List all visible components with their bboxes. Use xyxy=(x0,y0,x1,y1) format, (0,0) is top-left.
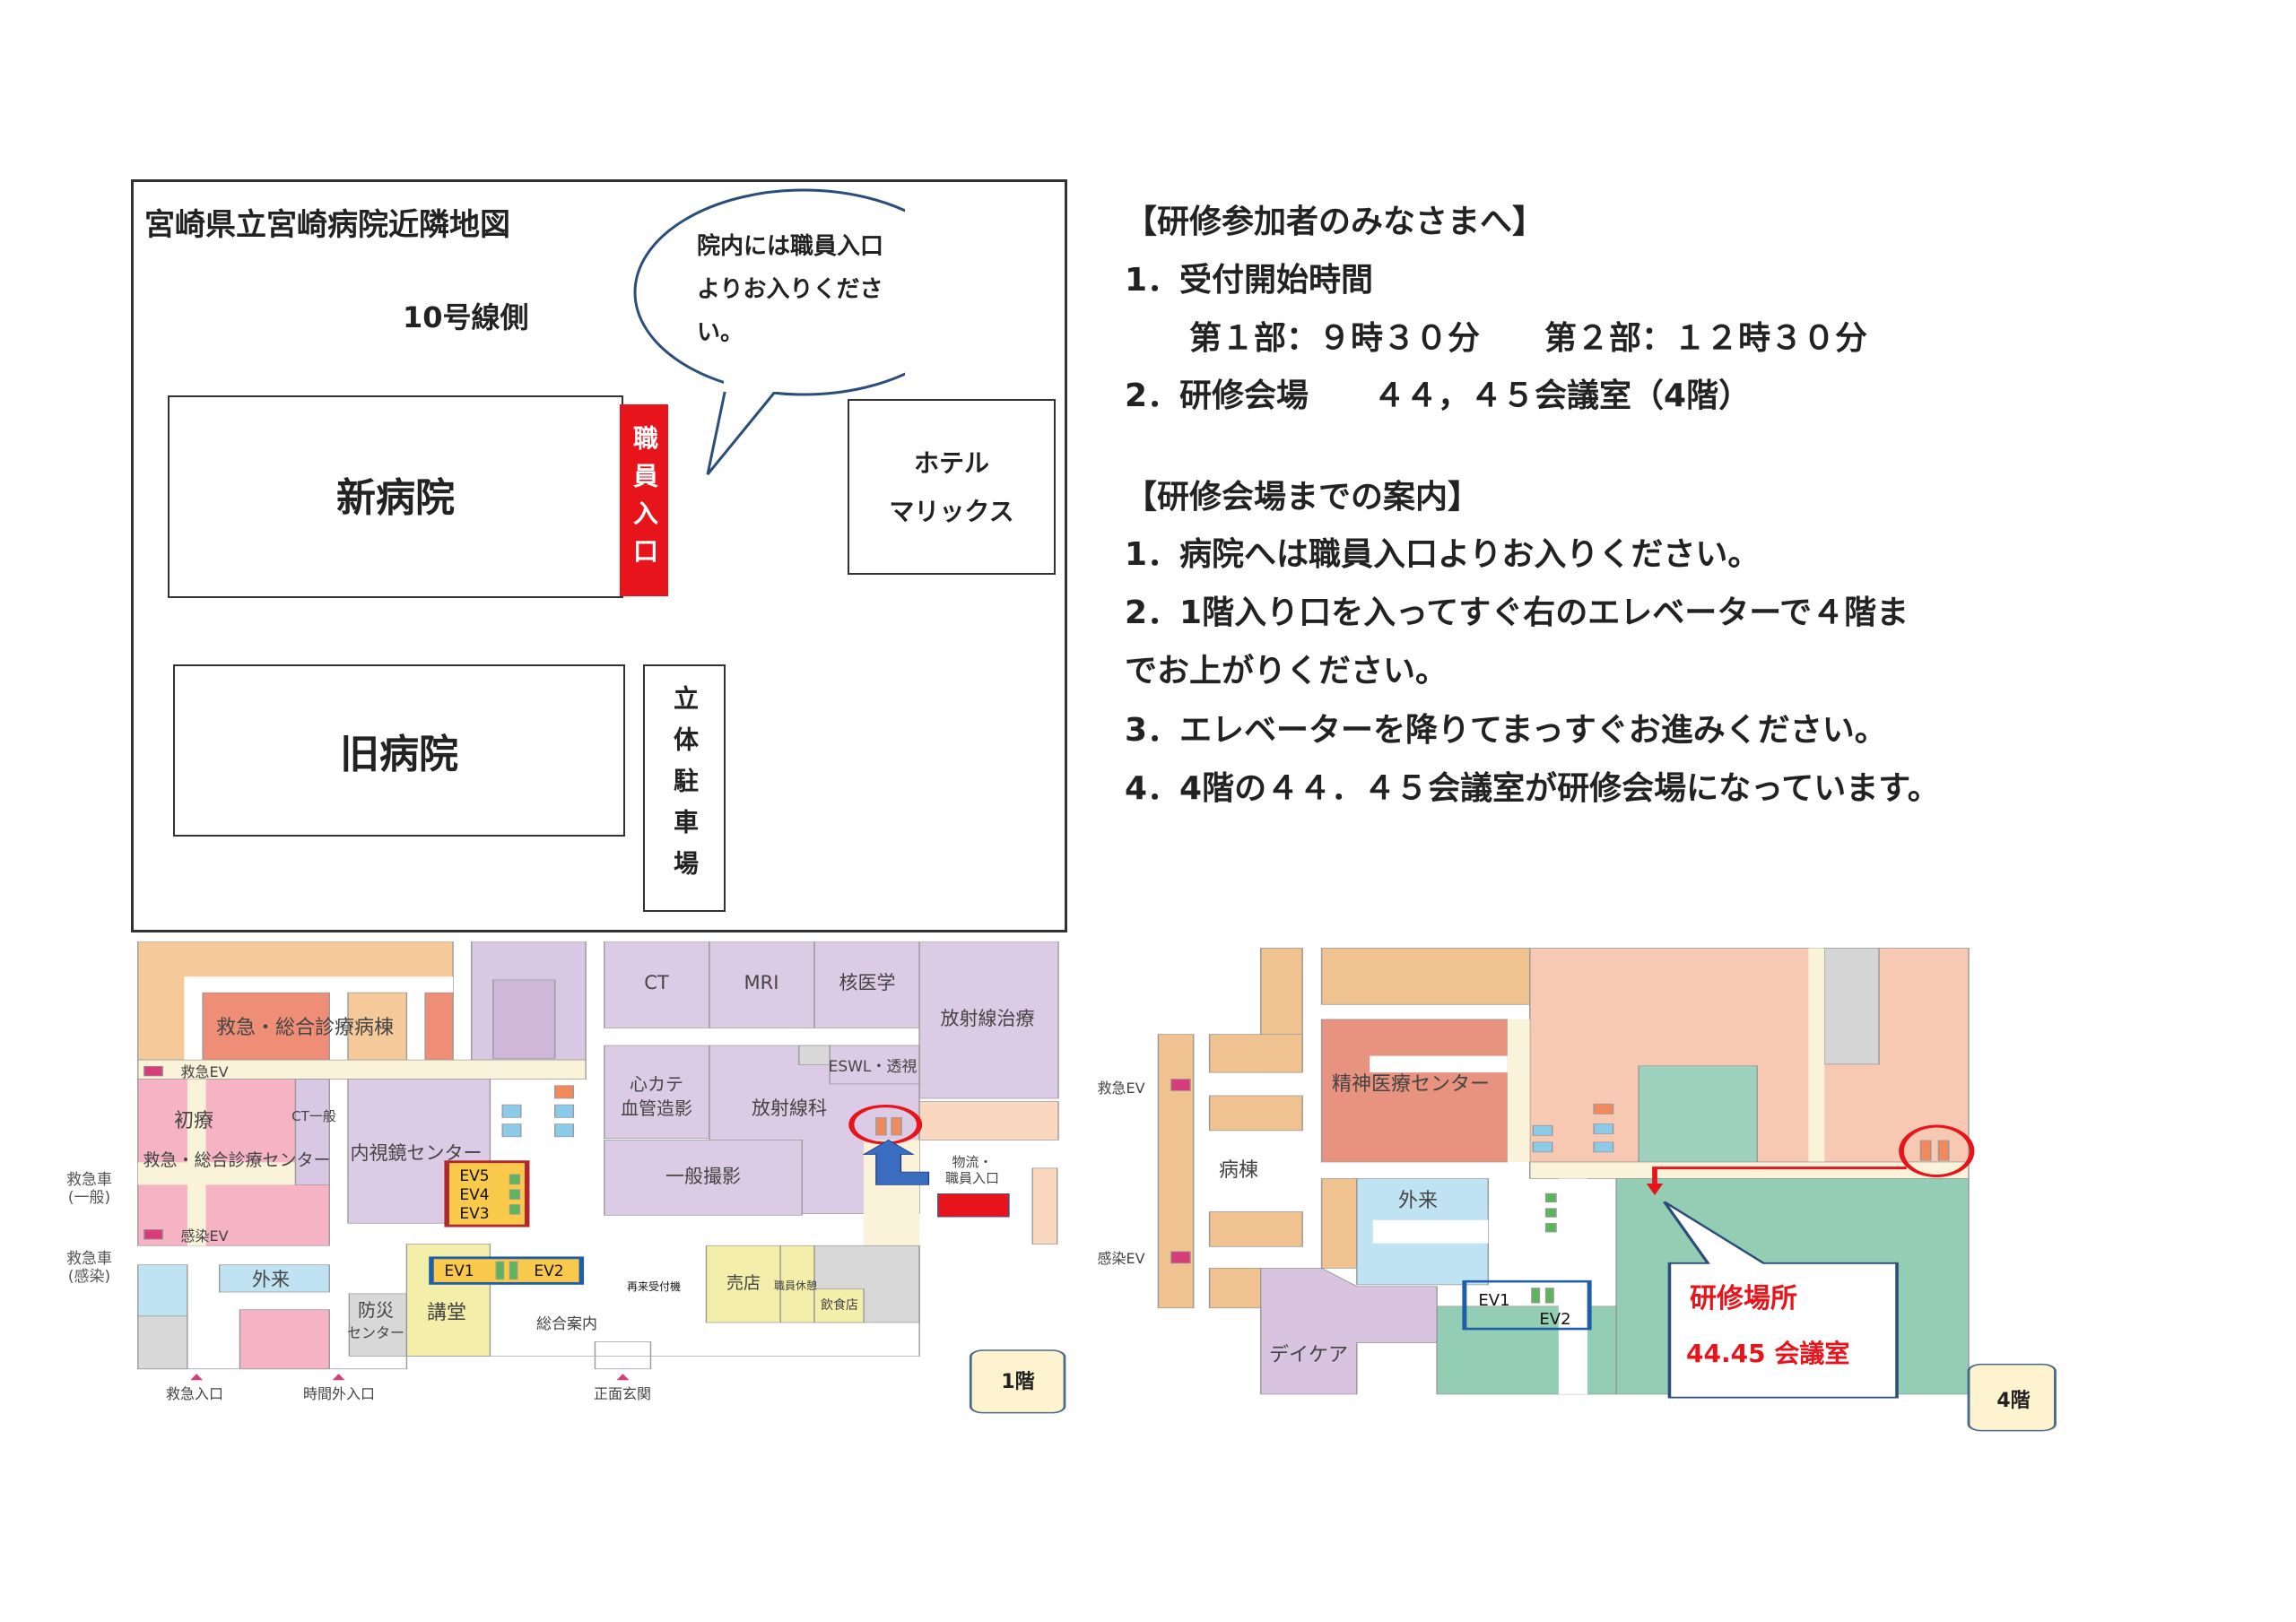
label-xray: 一般撮影 xyxy=(665,1166,741,1187)
label-shop: 売店 xyxy=(726,1273,761,1293)
map-title: 宮崎県立宮崎病院近隣地図 xyxy=(144,207,510,243)
label-cath: 血管造影 xyxy=(621,1097,692,1119)
label-logistics: 職員入口 xyxy=(945,1170,999,1186)
label: (感染) xyxy=(67,1268,111,1286)
ambulance-infect-label: 救急車(感染) xyxy=(66,1250,112,1286)
speech-bubble xyxy=(633,188,905,396)
label-hall: 講堂 xyxy=(427,1302,466,1324)
guide-heading-1: 【研修参加者のみなさまへ】 xyxy=(1125,204,1545,240)
label-restaurant: 飲食店 xyxy=(821,1297,858,1313)
label-ev4: EV4 xyxy=(459,1186,489,1204)
staff-entrance: 職員入口 xyxy=(620,404,668,596)
bubble-line: よりお入りくださ xyxy=(697,276,883,303)
floor1-labels: 救急・総合診療病棟 救急EV CT一般 初療 救急・総合診療センター 内視鏡セン… xyxy=(143,972,1034,1402)
old-hospital-label: 旧病院 xyxy=(340,732,458,777)
bubble-text: 院内には職員入口 よりお入りくださ い。 xyxy=(697,225,883,354)
label-staff-rest: 職員休憩 xyxy=(774,1279,817,1292)
guide-step: 3．エレベーターを降りてまっすぐお進みください。 xyxy=(1125,712,1887,749)
label-psych: 精神医療センター xyxy=(1332,1073,1490,1096)
label: 救急車 xyxy=(66,1250,112,1268)
label-after-hours: 時間外入口 xyxy=(303,1385,375,1402)
label-ct-general: CT一般 xyxy=(291,1108,336,1124)
new-hospital: 新病院 xyxy=(168,395,623,598)
label-ev2: EV2 xyxy=(534,1262,563,1280)
guide-item-1: 1．受付開始時間 xyxy=(1125,262,1374,299)
label-outpatient: 外来 xyxy=(1398,1190,1438,1212)
label-endoscopy: 内視鏡センター xyxy=(351,1142,483,1164)
floor4-badge: 4階 xyxy=(1996,1390,2030,1412)
label-er-ev: 救急EV xyxy=(1097,1080,1144,1097)
label-mri: MRI xyxy=(744,972,779,993)
label-daycare: デイケア xyxy=(1269,1344,1348,1366)
label-ct: CT xyxy=(644,972,669,993)
label-nuclear: 核医学 xyxy=(839,972,896,993)
parking: 立体駐車場 xyxy=(643,664,726,912)
floor1-badge: 1階 xyxy=(1001,1371,1034,1393)
bubble-line: い。 xyxy=(697,319,744,346)
floor4-plan: 救急EV 感染EV 精神医療センター 病棟 外来 デイケア EV1 EV2 研修… xyxy=(1097,948,2057,1432)
label: 救急車 xyxy=(66,1171,112,1189)
label-main-entrance: 正面玄関 xyxy=(594,1385,651,1402)
label-reception: 再来受付機 xyxy=(627,1279,681,1293)
speech-bubble-tail xyxy=(706,379,783,475)
label-info: 総合案内 xyxy=(536,1315,597,1333)
label-er-entrance: 救急入口 xyxy=(166,1385,223,1402)
hotel-label: マリックス xyxy=(889,497,1014,526)
guide-item-2: 2．研修会場 ４４，４５会議室（4階） xyxy=(1125,377,1752,414)
label-radiotherapy: 放射線治療 xyxy=(941,1008,1035,1029)
guide-step: 1．病院へは職員入口よりお入りください。 xyxy=(1125,536,1761,573)
guide-item-1-detail: 第１部：９時３０分 第２部：１２時３０分 xyxy=(1125,320,1868,357)
label-ev5: EV5 xyxy=(459,1167,489,1185)
bubble-line: 院内には職員入口 xyxy=(697,233,884,260)
label-er-center: 救急・総合診療センター xyxy=(143,1150,330,1170)
road-label: 10号線側 xyxy=(403,300,529,334)
label-ev3: EV3 xyxy=(459,1205,489,1223)
neighborhood-map: 宮崎県立宮崎病院近隣地図 10号線側 新病院 職員入口 院内には職員入口 よりお… xyxy=(131,179,1067,932)
label-ward: 病棟 xyxy=(1219,1159,1258,1182)
label-er-ward: 救急・総合診療病棟 xyxy=(216,1017,394,1039)
label-eswl: ESWL・透視 xyxy=(829,1058,918,1076)
label-infect-ev: 感染EV xyxy=(180,1227,228,1245)
label-disaster: 防災 xyxy=(358,1299,394,1321)
label-ev1: EV1 xyxy=(444,1262,474,1280)
new-hospital-label: 新病院 xyxy=(336,475,455,521)
label-logistics: 物流・ xyxy=(952,1154,992,1170)
floor4-labels: 救急EV 感染EV 精神医療センター 病棟 外来 デイケア EV1 EV2 研修… xyxy=(1097,1073,2030,1412)
label-disaster: センター xyxy=(347,1324,404,1341)
guide-step: 4．4階の４４．４５会議室が研修会場になっています。 xyxy=(1125,770,1940,807)
label-shoryo: 初療 xyxy=(174,1110,213,1132)
label: (一般) xyxy=(67,1189,111,1207)
guide-step: でお上がりください。 xyxy=(1125,653,1448,690)
callout-room: 44.45 会議室 xyxy=(1686,1339,1849,1368)
old-hospital: 旧病院 xyxy=(173,664,625,837)
label-outpatient: 外来 xyxy=(252,1269,290,1290)
label-cath: 心カテ xyxy=(630,1073,683,1095)
ambulance-general-label: 救急車(一般) xyxy=(66,1171,112,1207)
guide-heading-2: 【研修会場までの案内】 xyxy=(1125,479,1481,516)
label-ev1: EV1 xyxy=(1478,1291,1509,1310)
callout-title: 研修場所 xyxy=(1690,1283,1797,1314)
label-infect-ev: 感染EV xyxy=(1097,1250,1144,1267)
floor1-plan: 救急・総合診療病棟 救急EV CT一般 初療 救急・総合診療センター 内視鏡セン… xyxy=(137,941,1066,1414)
hotel-label: ホテル xyxy=(913,448,989,478)
label-er-ev: 救急EV xyxy=(180,1063,228,1080)
guide-step: 2．1階入り口を入ってすぐ右のエレベーターで４階ま xyxy=(1125,594,1909,631)
hotel: ホテル マリックス xyxy=(848,399,1056,575)
label-radiology: 放射線科 xyxy=(752,1097,827,1119)
label-ev2: EV2 xyxy=(1539,1310,1570,1329)
